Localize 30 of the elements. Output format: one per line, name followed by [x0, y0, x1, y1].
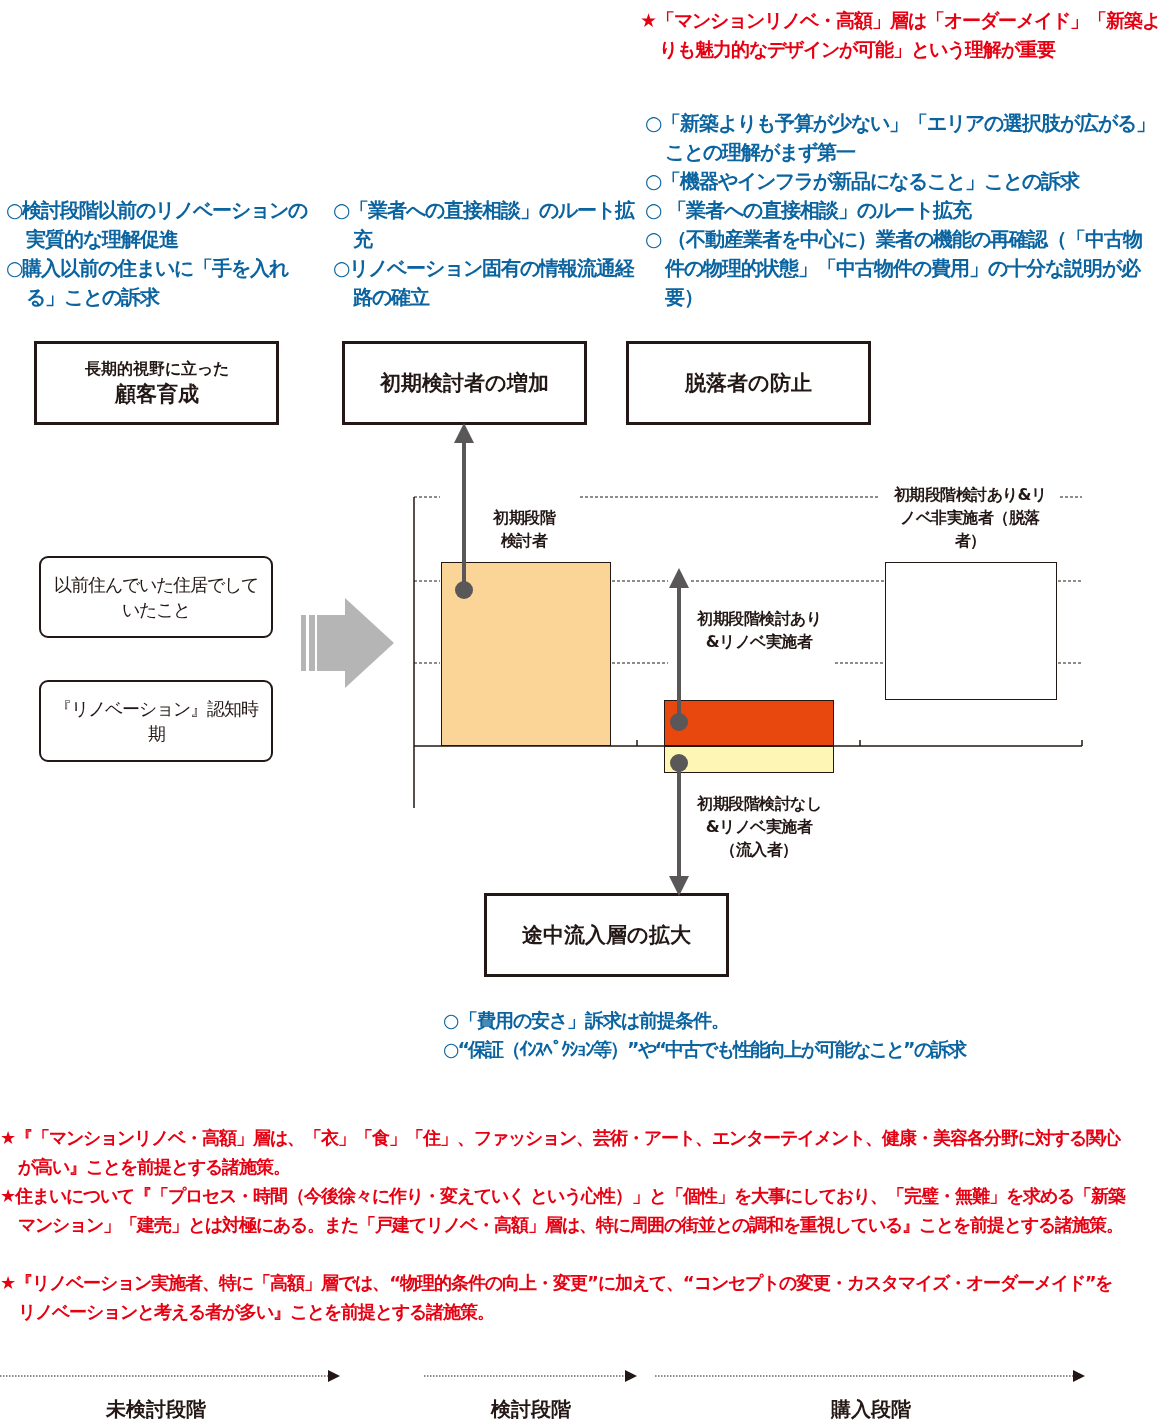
- goal-box: 途中流入層の拡大: [484, 893, 729, 977]
- note: ★『リノベーション実施者、特に「高額」層では、“物理的条件の向上・変更”に加えて、“コンセプトの変更・カスタマイズ・オーダーメイド”をリノベーションと考える者が多い』ことを前提とする諸施策。: [0, 1271, 1114, 1324]
- bar-label: 初期段階検討あり&リノベ実施者: [696, 608, 822, 653]
- arrow: [669, 568, 689, 731]
- goal-box: 長期的視野に立った 顧客育成: [34, 341, 279, 425]
- goal-box: 初期検討者の増加: [342, 341, 587, 425]
- stage-label: 検討段階: [489, 1396, 572, 1422]
- goal-box: 脱落者の防止: [626, 341, 871, 425]
- stage-label: 購入段階: [830, 1396, 912, 1422]
- note: ○「費用の安さ」訴求は前提条件。: [443, 1008, 730, 1033]
- arrow: [669, 754, 689, 896]
- note: ○ 「業者への直接相談」のルート拡充: [645, 197, 973, 224]
- bar-label: 初期段階検討あり&リノベ非実施者（脱落者）: [892, 484, 1048, 552]
- note: ○ （不動産業者を中心に）業者の機能の再確認（「中古物件の物理的状態」「中古物件の費用」の十分な説明が必要）: [645, 226, 1144, 311]
- note: ○検討段階以前のリノベーションの実質的な理解促進: [6, 197, 309, 253]
- note: ○「機器やインフラが新品になること」ことの訴求: [645, 168, 1081, 195]
- note: ★『「マンションリノベ・高額」層は、「衣」「食」「住」、ファッション、芸術・アート、エンターテイメント、健康・美容各分野に対する関心が高い』ことを前提とする諸施策。: [0, 1126, 1122, 1179]
- bar-label: 初期段階検討なし&リノベ実施者（流入者）: [696, 793, 822, 861]
- arrow: [454, 423, 474, 599]
- note: ★住まいについて『「プロセス・時間（今後徐々に作り・変えていく という心性）」と「個性」を大事にしており、「完璧・無難」を求める「新築マンション」「建売」とは対極にある。また「戸建てリノベ・高額」層は、特に周囲の街並との調和を重視している』ことを前提とする諸施策。: [0, 1184, 1127, 1237]
- note: ○“保証（ｲﾝｽﾍﾟｸｼｮﾝ等）”や“中古でも性能向上が可能なこと”の訴求: [443, 1037, 967, 1062]
- note: ○購入以前の住まいに「手を入れる」ことの訴求: [6, 255, 290, 311]
- stage-label: 未検討段階: [105, 1396, 207, 1422]
- note: ○「新築よりも予算が少ない」「エリアの選択肢が広がる」ことの理解がまず第一: [645, 110, 1157, 166]
- bar-label: 初期段階検討者: [492, 507, 557, 552]
- note: ★「マンションリノベ・高額」層は「オーダーメイド」「新築よりも魅力的なデザインが可能」という理解が重要: [640, 8, 1162, 62]
- factor-box: 『リノベーション』認知時期: [39, 680, 273, 762]
- note: ○リノベーション固有の情報流通経路の確立: [333, 255, 636, 311]
- note: ○「業者への直接相談」のルート拡充: [333, 197, 636, 253]
- factor-box: 以前住んでいた住居でしていたこと: [39, 556, 273, 638]
